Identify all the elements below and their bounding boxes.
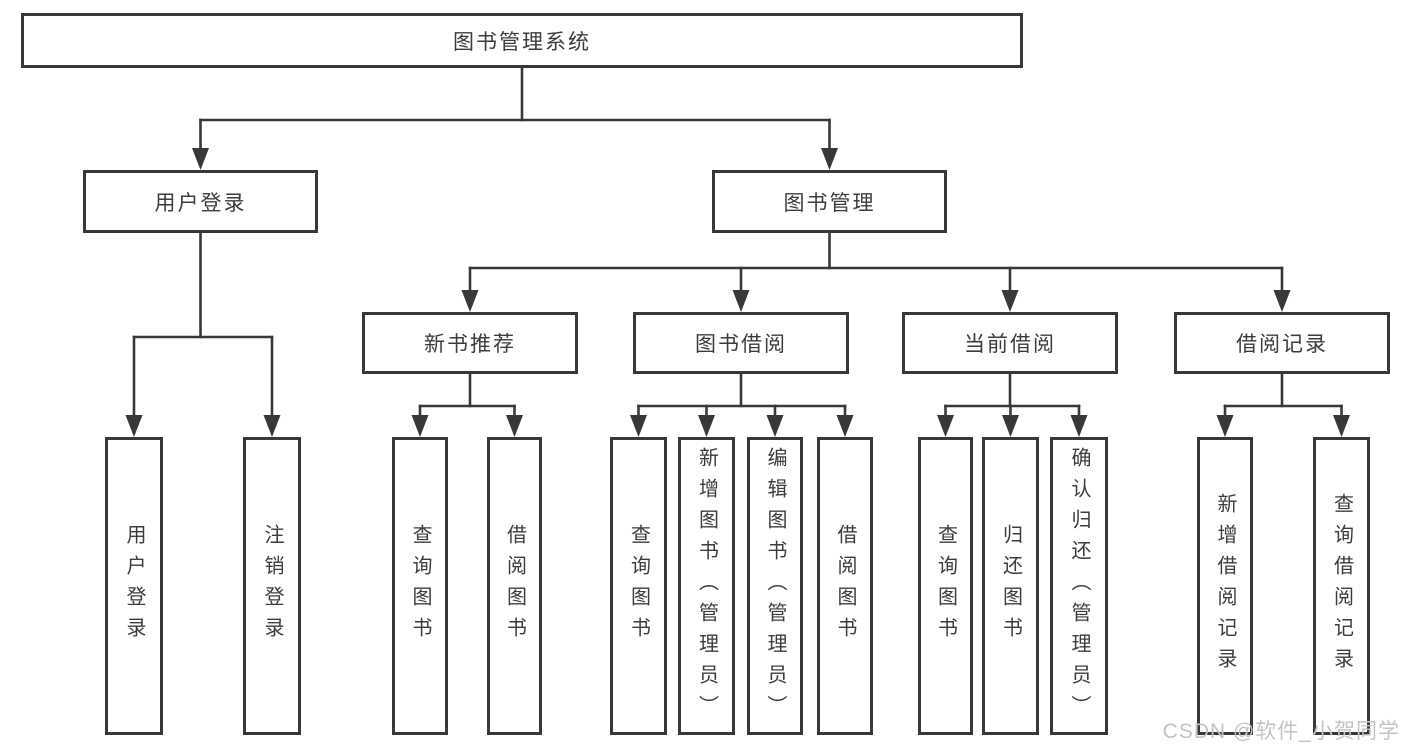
node-label: 当前借阅 [964, 333, 1056, 356]
node-label: 图书借阅 [695, 333, 787, 356]
node-book-mgmt: 图书管理 [712, 170, 947, 233]
node-label: 借阅图书 [503, 524, 526, 648]
node-label: 用户登录 [123, 524, 145, 648]
arrowhead-icon [836, 415, 854, 437]
node-user-login: 用户登录 [83, 170, 318, 233]
node-label: 编辑图书（管理员） [764, 446, 786, 726]
node-leaf-cb-return: 归还图书 [982, 437, 1039, 735]
arrowhead-icon [766, 415, 784, 437]
node-label: 查询图书 [627, 524, 650, 648]
node-new-books: 新书推荐 [362, 312, 578, 374]
node-label: 查询图书 [409, 524, 431, 648]
node-leaf-bb-edit: 编辑图书（管理员） [747, 437, 803, 735]
node-leaf-user-login: 用户登录 [105, 437, 163, 735]
arrowhead-icon [821, 148, 838, 170]
arrowhead-icon [1216, 415, 1234, 437]
node-current-borrow: 当前借阅 [902, 312, 1118, 374]
node-label: 归还图书 [999, 524, 1022, 648]
node-leaf-nb-borrow: 借阅图书 [487, 437, 542, 735]
arrowhead-icon [1070, 415, 1088, 437]
node-label: 确认归还（管理员） [1068, 446, 1090, 726]
arrowhead-icon [1333, 415, 1350, 437]
node-label: 图书管理 [783, 191, 876, 215]
node-label: 新书推荐 [424, 333, 516, 356]
arrowhead-icon [192, 148, 209, 170]
arrowhead-icon [937, 415, 954, 437]
watermark: CSDN @软件_小贺同学 [1162, 720, 1400, 743]
node-label: 新增图书（管理员） [695, 446, 718, 726]
arrowhead-icon [1001, 290, 1019, 312]
node-label: 借阅记录 [1236, 333, 1328, 356]
arrowhead-icon [1002, 415, 1019, 437]
node-label: 图书管理系统 [453, 30, 591, 54]
node-leaf-bb-add: 新增图书（管理员） [678, 437, 735, 735]
arrowhead-icon [630, 415, 647, 437]
arrowhead-icon [125, 415, 143, 437]
node-book-borrow: 图书借阅 [633, 312, 849, 374]
node-label: 借阅图书 [834, 524, 856, 648]
arrowhead-icon [263, 415, 281, 437]
arrowhead-icon [698, 415, 715, 437]
node-leaf-cb-confirm: 确认归还（管理员） [1050, 437, 1108, 735]
node-label: 用户登录 [154, 191, 247, 215]
node-leaf-cb-query: 查询图书 [918, 437, 973, 735]
node-label: 查询图书 [934, 524, 957, 648]
node-leaf-bb-query: 查询图书 [610, 437, 667, 735]
node-label: 注销登录 [261, 524, 283, 648]
node-leaf-logout: 注销登录 [243, 437, 301, 735]
arrowhead-icon [1273, 290, 1291, 312]
arrowhead-icon [506, 415, 523, 437]
node-borrow-records: 借阅记录 [1174, 312, 1390, 374]
arrowhead-icon [732, 290, 750, 312]
node-label: 新增借阅记录 [1214, 493, 1236, 679]
node-leaf-nb-query: 查询图书 [392, 437, 448, 735]
node-leaf-br-query: 查询借阅记录 [1313, 437, 1370, 735]
node-leaf-bb-borrow: 借阅图书 [817, 437, 873, 735]
node-leaf-br-add: 新增借阅记录 [1197, 437, 1253, 735]
node-root: 图书管理系统 [21, 13, 1023, 68]
arrowhead-icon [411, 415, 429, 437]
node-label: 查询借阅记录 [1330, 493, 1353, 679]
arrowhead-icon [461, 290, 479, 312]
